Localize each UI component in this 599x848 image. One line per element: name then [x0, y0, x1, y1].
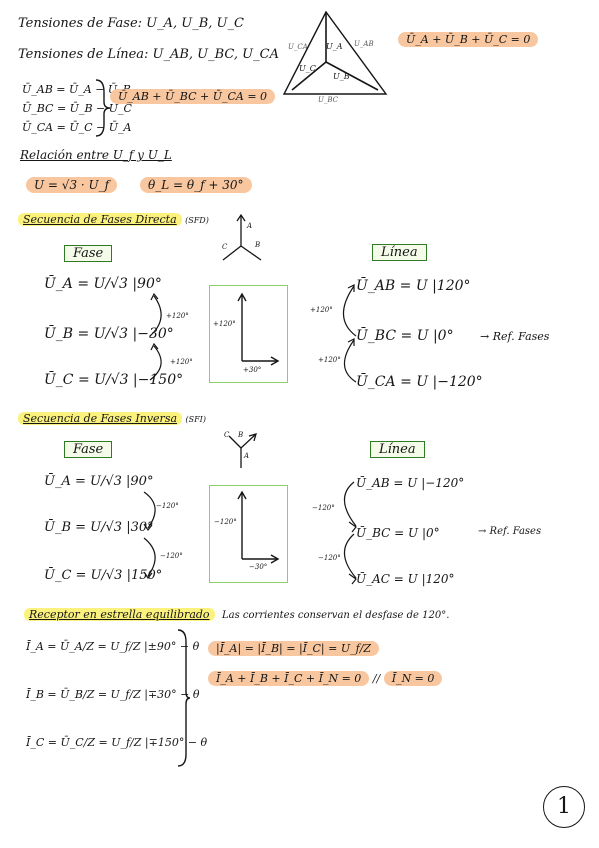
sfi-ref-fases: → Ref. Fases: [478, 526, 542, 537]
current-magnitude-equality: |Ī_A| = |Ī_B| = |Ī_C| = U_f/Z: [208, 641, 380, 656]
sfd-rotor-c: C: [222, 243, 228, 251]
sfi-linea-box: Línea: [370, 441, 425, 458]
sfd-linea-uab: Ū_AB = U |120°: [356, 278, 471, 294]
sfi-fase-box: Fase: [64, 441, 113, 458]
sfi-title: Secuencia de Fases Inversa: [18, 412, 183, 425]
sfi-panel-axes: [237, 490, 280, 564]
triangle-uca-label: U_CA: [288, 43, 308, 51]
sfd-fase-arc-2: +120°: [170, 358, 193, 366]
relation-eq-magnitude: U = √3 · U_f: [26, 177, 118, 193]
sfd-rotation-icon: [222, 213, 262, 261]
sfd-linea-uca: Ū_CA = U |−120°: [356, 374, 483, 390]
current-ic: Ī_C = Ū_C/Z = U_f/Z |∓150° − θ: [26, 736, 208, 749]
neutral-current: Ī_N = 0: [383, 671, 443, 686]
def-uca: Ū_CA = Ū_C − Ū_A: [22, 121, 132, 134]
page-number: 1: [543, 786, 585, 828]
line-voltages-text: Tensiones de Línea: U_AB, U_BC, U_CA: [18, 47, 279, 62]
sfd-fase-arc-1: +120°: [166, 312, 189, 320]
relation-eq-angle: θ_L = θ_f + 30°: [140, 177, 252, 193]
sfd-linea-ubc: Ū_BC = U |0°: [356, 328, 454, 344]
sfd-ref-fases: → Ref. Fases: [480, 330, 550, 343]
sfi-abbr: (SFI): [185, 415, 206, 424]
sfi-rotor-c: C: [224, 431, 230, 439]
sfd-panel-axes: [237, 292, 280, 366]
sfd-linea-arc-1: +120°: [310, 306, 333, 314]
sfi-fase-arc-1: −120°: [156, 502, 179, 510]
sum-phase-voltages: Ū_A + Ū_B + Ū_C = 0: [398, 32, 539, 47]
sfi-linea-arcs: [343, 481, 357, 585]
sfd-rotor-a: A: [247, 222, 253, 230]
sfi-rotation-icon: [228, 433, 257, 468]
sfi-linea-ubc: Ū_BC = U |0°: [356, 526, 440, 540]
sfi-fase-uc: Ū_C = U/√3 |150°: [44, 568, 163, 583]
triangle-ua-label: U_A: [326, 42, 343, 51]
triangle-uab-label: U_AB: [354, 40, 374, 48]
sfd-title: Secuencia de Fases Directa: [18, 213, 182, 226]
sfd-fase-ua: Ū_A = U/√3 |90°: [44, 276, 162, 292]
sfi-phasor-panel: [209, 485, 288, 583]
current-ib: Ī_B = Ū_B/Z = U_f/Z |∓30° − θ: [26, 688, 200, 701]
sfi-title-row: Secuencia de Fases Inversa (SFI): [18, 412, 206, 425]
triangle-ub-label: U_B: [333, 72, 350, 81]
sfd-linea-box: Línea: [372, 244, 427, 261]
sfd-linea-arcs: [342, 284, 357, 383]
current-sum: Ī_A + Ī_B + Ī_C + Ī_N = 0: [208, 671, 370, 686]
receptor-title: Receptor en estrella equilibrado: [24, 608, 215, 621]
current-ia: Ī_A = Ū_A/Z = U_f/Z |±90° − θ: [26, 640, 200, 653]
sfd-panel-h-label: +30°: [243, 366, 262, 374]
phase-voltages-text: Tensiones de Fase: U_A, U_B, U_C: [18, 16, 244, 31]
sfi-panel-v-label: −120°: [214, 518, 237, 526]
double-slash-separator: //: [372, 672, 381, 685]
sfi-rotor-b: B: [238, 431, 244, 439]
brace-icon: [95, 79, 111, 137]
receptor-note: Las corrientes conservan el desfase de 1…: [222, 610, 450, 621]
sfd-rotor-b: B: [255, 241, 261, 249]
sfi-fase-arcs: [143, 491, 156, 580]
sfd-fase-box: Fase: [64, 245, 113, 262]
current-sum-row: Ī_A + Ī_B + Ī_C + Ī_N = 0 // Ī_N = 0: [208, 671, 443, 686]
triangle-ubc-label: U_BC: [318, 96, 339, 104]
receptor-brace-icon: [177, 629, 191, 767]
sum-line-voltages: Ū_AB + Ū_BC + Ū_CA = 0: [110, 89, 276, 104]
sfi-linea-uab: Ū_AB = U |−120°: [356, 476, 465, 490]
sfi-fase-ub: Ū_B = U/√3 |30°: [44, 520, 154, 535]
sfd-fase-uc: Ū_C = U/√3 |−150°: [44, 372, 184, 388]
sfd-phasor-panel: [209, 285, 288, 383]
triangle-uc-label: U_C: [299, 64, 316, 73]
sfi-panel-h-label: −30°: [249, 563, 268, 571]
sfd-abbr: (SFD): [185, 216, 209, 225]
sfd-fase-arcs: [149, 292, 162, 381]
sfi-fase-arc-2: −120°: [160, 552, 183, 560]
sfi-linea-arc-2: −120°: [318, 554, 341, 562]
voltage-triangle-diagram: [282, 10, 388, 95]
sfd-fase-ub: Ū_B = U/√3 |−30°: [44, 326, 174, 342]
sfi-linea-arc-1: −120°: [312, 504, 335, 512]
sfd-panel-v-label: +120°: [213, 320, 236, 328]
relation-title: Relación entre U_f y U_L: [20, 148, 172, 162]
sfi-fase-ua: Ū_A = U/√3 |90°: [44, 474, 154, 489]
sfd-title-row: Secuencia de Fases Directa (SFD): [18, 213, 209, 226]
sfd-linea-arc-2: +120°: [318, 356, 341, 364]
sfi-linea-uac: Ū_AC = U |120°: [356, 572, 455, 586]
sfi-rotor-a: A: [244, 452, 250, 460]
